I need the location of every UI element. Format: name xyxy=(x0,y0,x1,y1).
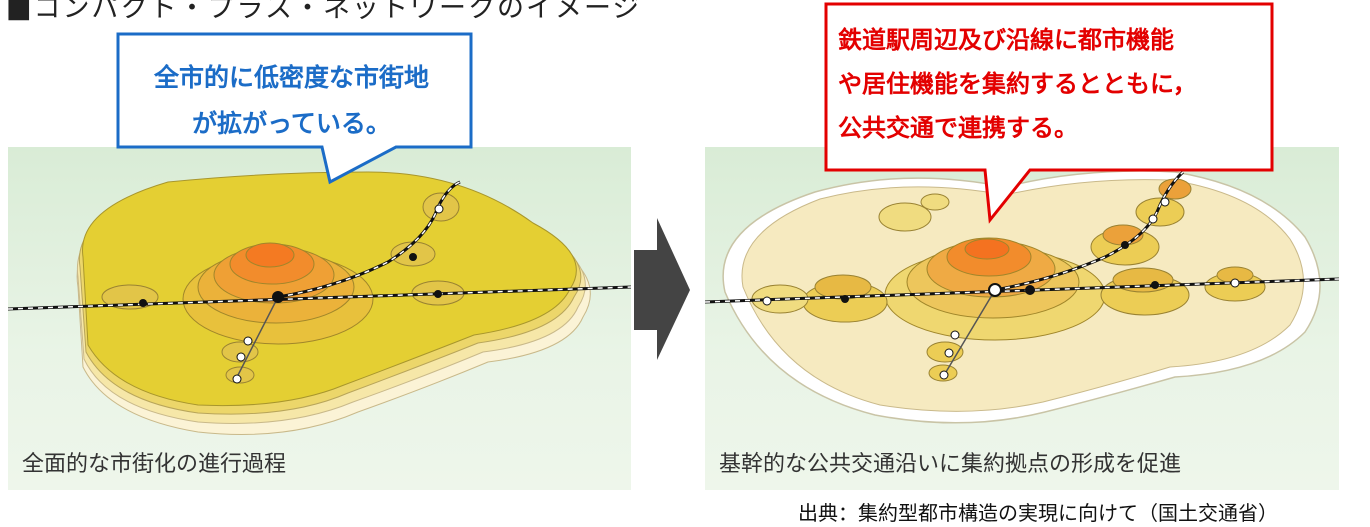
satellite-hubs xyxy=(751,178,1266,382)
rail-lines xyxy=(8,180,631,380)
stations xyxy=(762,197,1240,380)
left-bubble-line-1: 全市的に低密度な市街地 xyxy=(153,63,429,92)
right-arrow-icon xyxy=(634,218,690,360)
sprawl-illustration xyxy=(8,171,631,435)
sprawl-diagram-panel: 全面的な市街化の進行過程 xyxy=(8,147,631,490)
stations xyxy=(139,204,444,384)
right-bubble-line-1: 鉄道駅周辺及び沿線に都市機能 xyxy=(838,26,1174,54)
left-bubble-text: 全市的に低密度な市街地 が拡がっている。 xyxy=(134,55,449,147)
right-speech-bubble xyxy=(824,2,1274,224)
right-bubble-line-3: 公共交通で連携する。 xyxy=(838,114,1078,142)
left-panel-caption: 全面的な市街化の進行過程 xyxy=(22,452,287,477)
page-heading: ■コンパクト・プラス・ネットワークのイメージ xyxy=(6,0,642,24)
right-panel-caption: 基幹的な公共交通沿いに集約拠点の形成を促進 xyxy=(719,452,1182,477)
source-citation: 出典：集約型都市構造の実現に向けて（国土交通省） xyxy=(798,501,1278,525)
compact-illustration xyxy=(705,170,1339,424)
compact-network-diagram-panel: 基幹的な公共交通沿いに集約拠点の形成を促進 xyxy=(705,147,1339,490)
left-speech-bubble xyxy=(116,32,473,185)
right-bubble-line-2: や居住機能を集約するとともに， xyxy=(838,70,1197,98)
central-core xyxy=(182,242,374,345)
right-bubble-text: 鉄道駅周辺及び沿線に都市機能 や居住機能を集約するとともに， 公共交通で連携する… xyxy=(838,18,1258,150)
left-bubble-line-2: が拡がっている。 xyxy=(192,109,391,138)
